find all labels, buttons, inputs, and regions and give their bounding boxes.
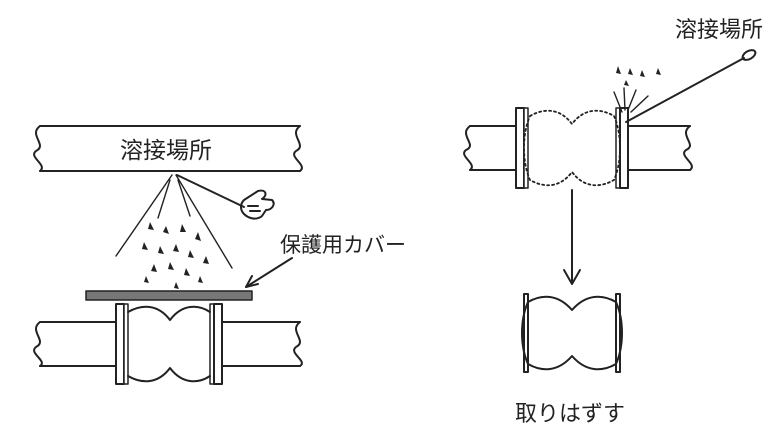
removed-bellows-outline <box>523 109 621 187</box>
flexible-joint-left <box>115 303 223 385</box>
right-weld-label: 溶接場所 <box>675 18 763 43</box>
cover-callout-arrow <box>245 257 293 288</box>
weld-sparks <box>613 87 649 113</box>
upper-pipe <box>33 125 303 172</box>
spark-spray-lines <box>115 174 233 269</box>
welding-torch-icon <box>176 174 275 220</box>
weld-spark-dots <box>616 66 661 86</box>
removal-arrow <box>563 189 581 285</box>
pipe-weld-label: 溶接場所 <box>120 138 212 164</box>
removed-bellows-piece <box>521 293 623 373</box>
welding-rod-icon <box>625 49 757 123</box>
protective-cover-label: 保護用カバー <box>280 233 406 257</box>
falling-sparks <box>142 222 209 289</box>
right-flanges <box>515 107 629 189</box>
lower-pipe <box>33 321 303 367</box>
right-pipe <box>463 125 693 171</box>
protective-cover <box>85 290 253 301</box>
remove-label: 取りはずす <box>515 402 625 427</box>
